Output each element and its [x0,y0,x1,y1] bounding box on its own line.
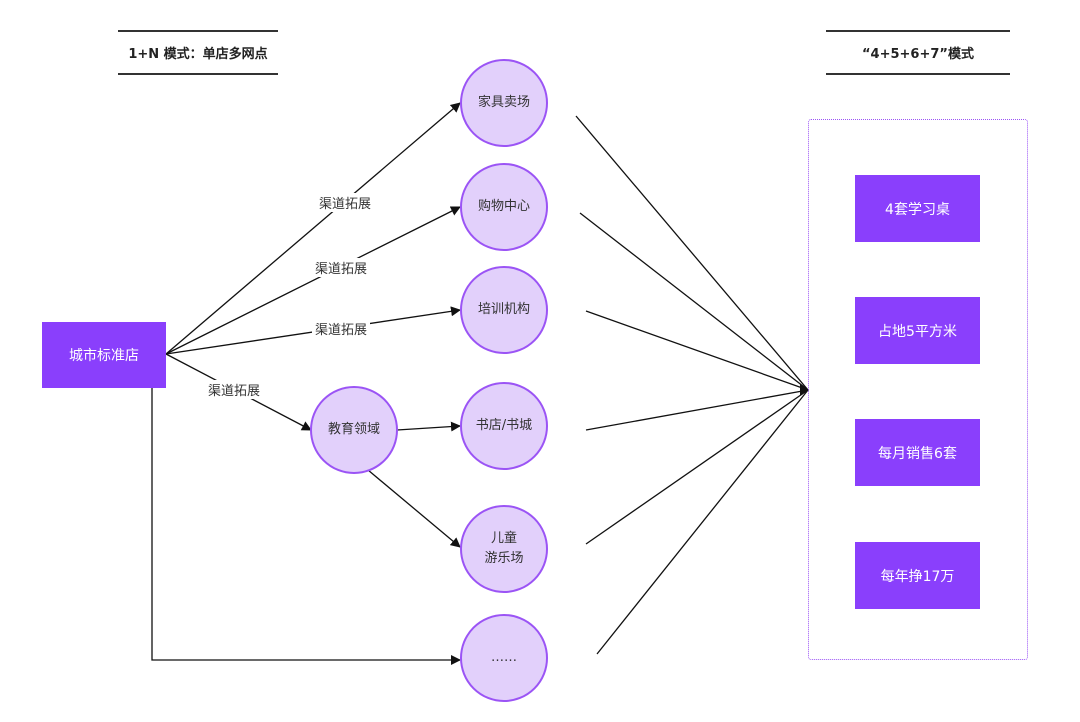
fan-line-1 [575,115,809,391]
more-label: …… [491,650,517,665]
model-item-1-label: 4套学习桌 [885,201,950,218]
training-institution-label: 培训机构 [477,302,530,317]
bookstore-label: 书店/书城 [475,418,533,433]
fan-line-6 [596,389,809,655]
fan-line-5 [585,389,809,545]
left-header: 1+N 模式：单店多网点 [118,30,278,75]
edge-city-to-shopping [165,206,461,355]
model-item-3: 每月销售6套 [855,419,980,486]
edge-label-channel-1: 渠道拓展 [316,193,375,212]
kids-park-label-line1: 儿童 [490,531,517,546]
model-item-2: 占地5平方米 [855,297,980,364]
edge-education-to-kidspark [367,469,461,548]
education-field-node: 教育领域 [310,386,398,474]
model-item-3-label: 每月销售6套 [878,445,957,462]
fan-line-4 [585,389,809,431]
edge-city-to-more [151,388,461,665]
fan-line-2 [579,212,809,391]
education-field-label: 教育领域 [327,422,380,437]
model-item-1: 4套学习桌 [855,175,980,242]
fan-line-3 [585,310,809,391]
shopping-center-label: 购物中心 [477,199,530,214]
kids-park-label-line2: 游乐场 [484,551,524,566]
training-institution-node: 培训机构 [460,266,548,354]
model-item-4-label: 每年挣17万 [880,568,955,585]
left-header-text: 1+N 模式：单店多网点 [128,47,268,62]
edge-city-to-furniture [165,102,461,355]
edge-label-channel-3: 渠道拓展 [312,319,371,338]
furniture-mall-node: 家具卖场 [460,59,548,147]
right-header-text: “4+5+6+7”模式 [862,47,974,62]
edge-education-to-bookstore [396,421,461,432]
bookstore-node: 书店/书城 [460,382,548,470]
edge-label-channel-4: 渠道拓展 [205,380,264,399]
more-node: …… [460,614,548,702]
fan-arrow-head [800,384,809,396]
model-panel [808,119,1028,660]
right-header: “4+5+6+7”模式 [826,30,1010,75]
city-store-node: 城市标准店 [42,322,166,388]
shopping-center-node: 购物中心 [460,163,548,251]
furniture-mall-label: 家具卖场 [477,95,530,110]
model-item-4: 每年挣17万 [855,542,980,609]
kids-park-node: 儿童 游乐场 [460,505,548,593]
city-store-label: 城市标准店 [69,348,139,364]
edge-label-channel-2: 渠道拓展 [312,258,371,277]
model-item-2-label: 占地5平方米 [878,323,957,340]
